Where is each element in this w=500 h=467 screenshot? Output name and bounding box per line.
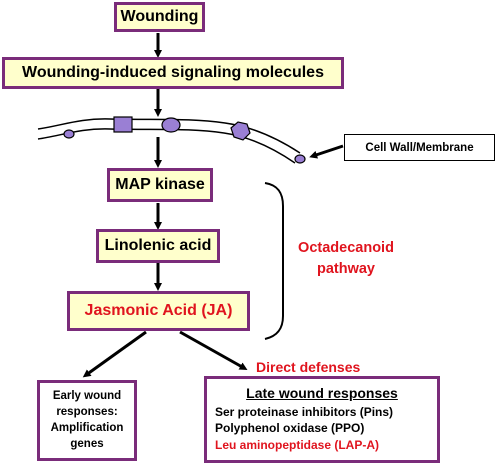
cell-wall-label: Cell Wall/Membrane bbox=[365, 141, 474, 154]
early-line2: responses: bbox=[56, 406, 118, 418]
signaling-box: Wounding-induced signaling molecules bbox=[2, 57, 344, 89]
cell-wall-label-box: Cell Wall/Membrane bbox=[344, 134, 495, 161]
map-kinase-box: MAP kinase bbox=[107, 168, 213, 202]
late-wound-responses-box: Late wound responses Ser proteinase inhi… bbox=[204, 376, 440, 463]
arrow-ja-to-early bbox=[82, 330, 147, 378]
direct-defenses-label: Direct defenses bbox=[256, 359, 361, 375]
signaling-label: Wounding-induced signaling molecules bbox=[22, 64, 324, 81]
octadecanoid-line1: Octadecanoid bbox=[298, 240, 394, 256]
early-line4: genes bbox=[70, 438, 104, 450]
early-line3: Amplification bbox=[50, 422, 124, 434]
late-title: Late wound responses bbox=[246, 385, 398, 401]
late-item-lap: Leu aminopeptidase (LAP-A) bbox=[215, 437, 380, 452]
jasmonic-acid-box: Jasmonic Acid (JA) bbox=[67, 291, 250, 331]
membrane-receptors bbox=[63, 116, 306, 164]
arrow-ja-to-late bbox=[179, 330, 248, 370]
late-item-ppo: Polyphenol oxidase (PPO) bbox=[215, 421, 365, 435]
early-wound-responses-box: Early wound responses: Amplification gen… bbox=[37, 380, 137, 461]
octadecanoid-label: Octadecanoid pathway bbox=[288, 238, 404, 280]
wounding-label: Wounding bbox=[120, 8, 199, 25]
jasmonic-acid-label: Jasmonic Acid (JA) bbox=[84, 302, 233, 319]
octadecanoid-bracket bbox=[264, 182, 284, 340]
wounding-box: Wounding bbox=[114, 2, 205, 32]
linolenic-acid-box: Linolenic acid bbox=[96, 229, 220, 263]
late-item-pins: Ser proteinase inhibitors (Pins) bbox=[215, 404, 394, 419]
octadecanoid-line2: pathway bbox=[316, 261, 375, 277]
map-kinase-label: MAP kinase bbox=[115, 176, 205, 193]
linolenic-acid-label: Linolenic acid bbox=[104, 237, 212, 254]
arrow-cellwall-to-membrane bbox=[309, 144, 344, 159]
early-line1: Early wound bbox=[52, 390, 122, 402]
